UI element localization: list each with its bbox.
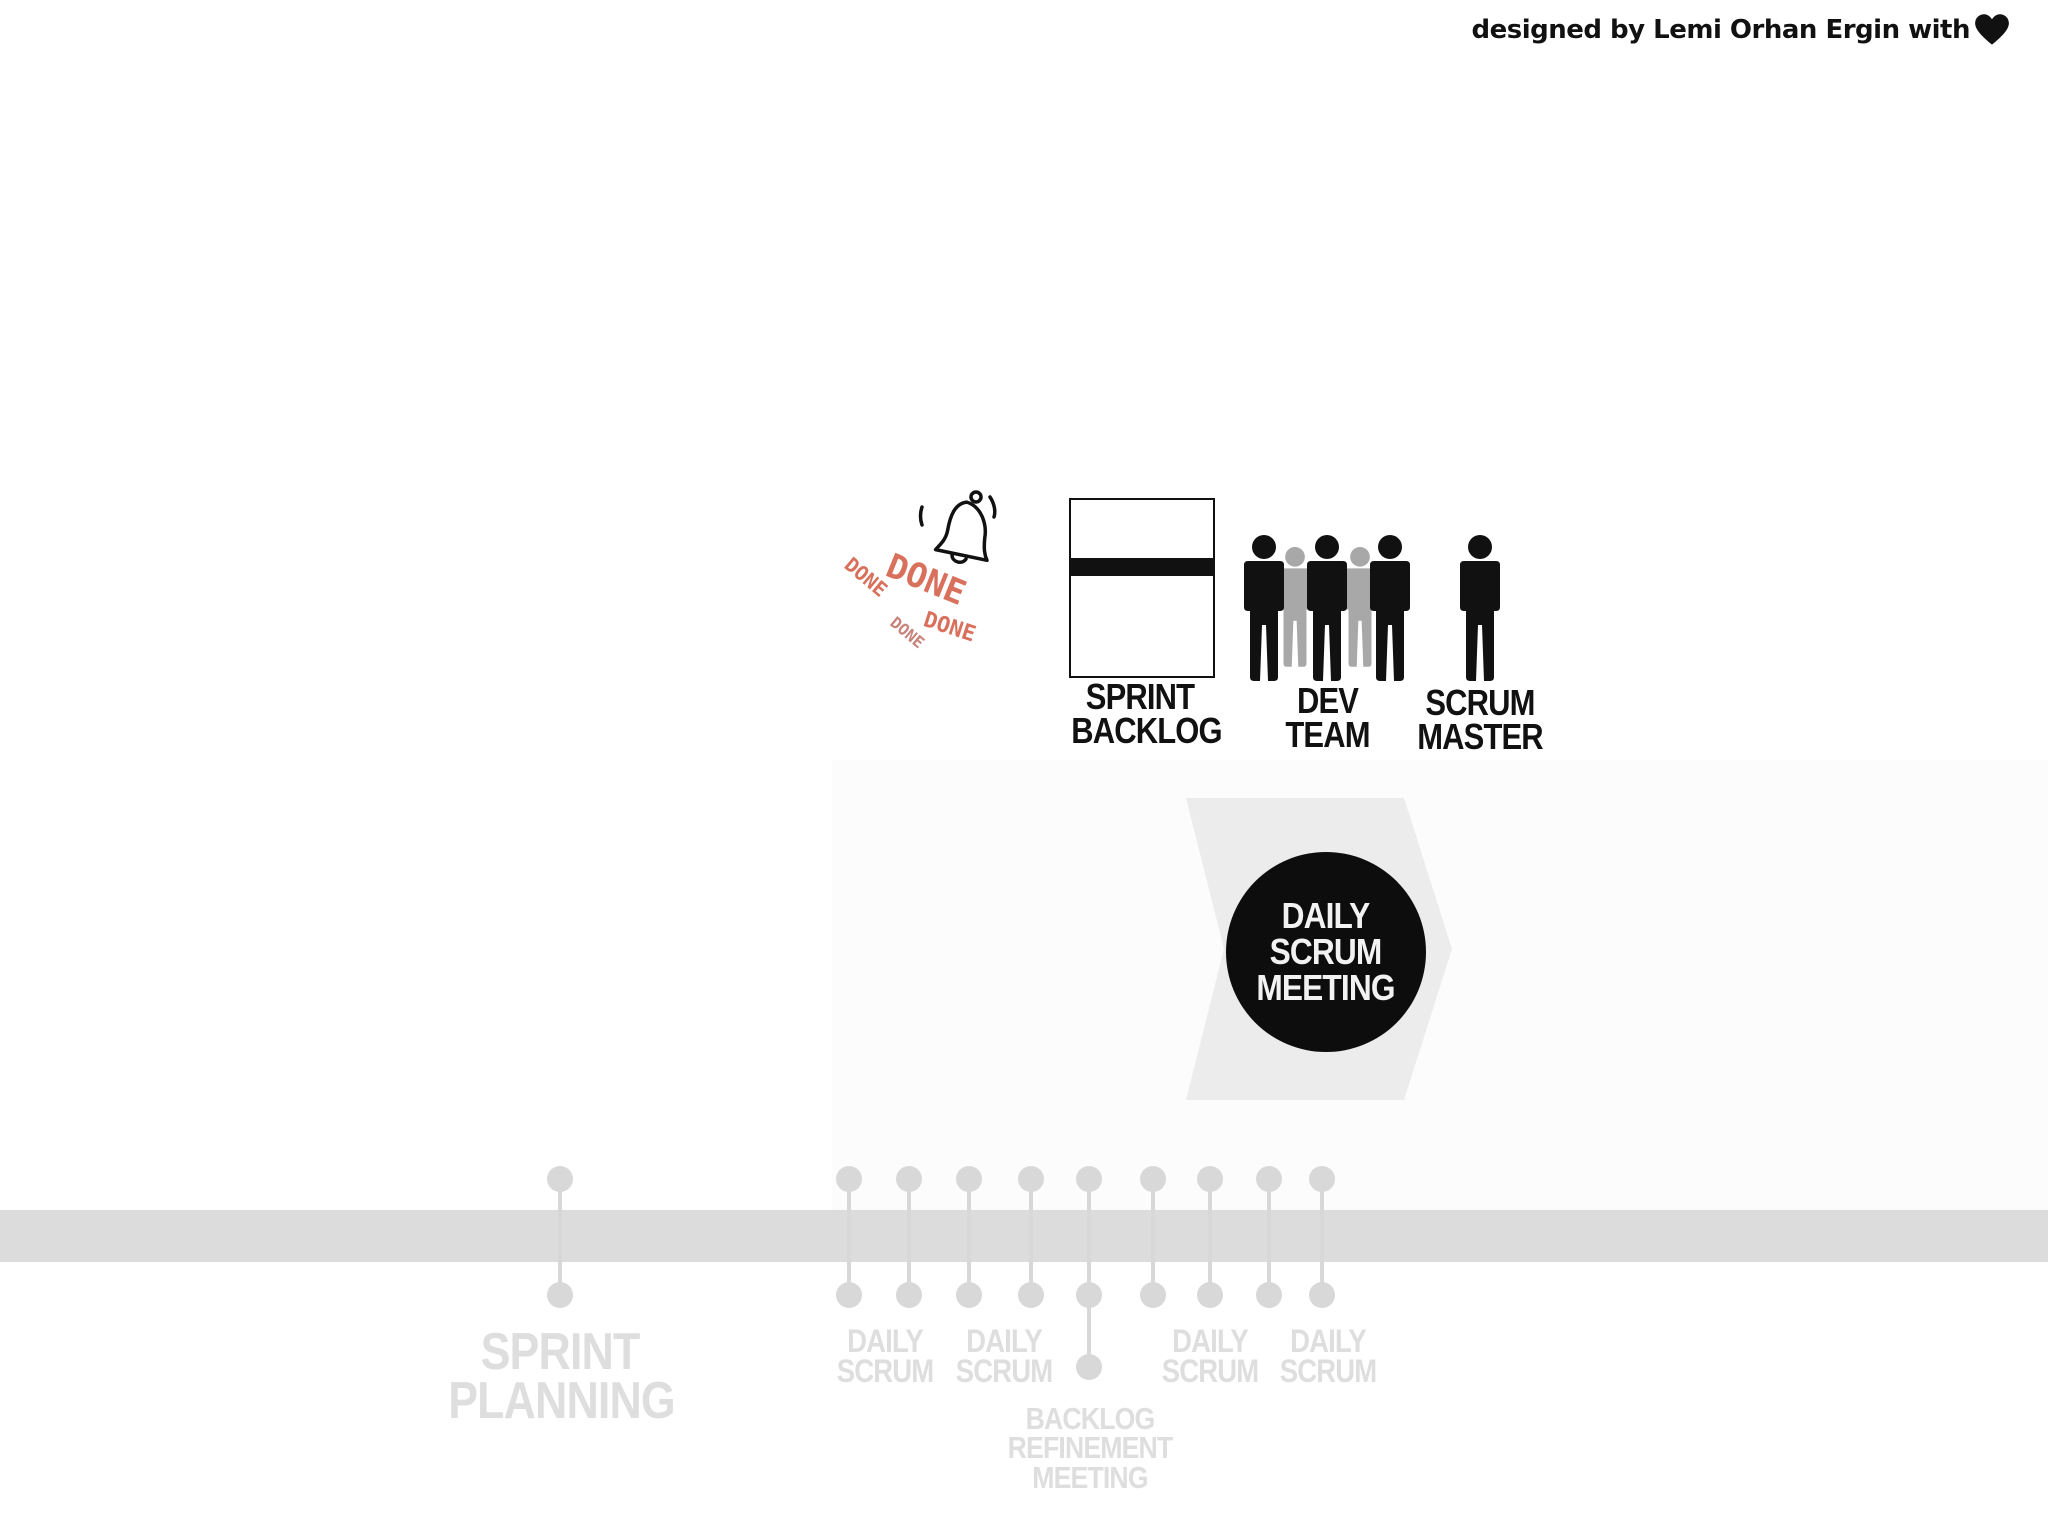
timeline-pin-bottom [836, 1282, 862, 1308]
timeline-pin-stem [1029, 1180, 1033, 1296]
done-stamp: DONE [920, 607, 979, 648]
timeline-bar [0, 1210, 2048, 1262]
sprint-backlog-icon [1069, 498, 1215, 678]
daily-scrum-label: DAILY SCRUM [1279, 1323, 1377, 1390]
daily-scrum-meeting-circle: DAILY SCRUM MEETING [1226, 852, 1426, 1052]
sprint-backlog-divider [1071, 558, 1213, 576]
scrum-master-label: SCRUM MASTER [1417, 682, 1543, 758]
sprint-planning-label: SPRINT PLANNING [448, 1323, 676, 1431]
scrum-master-icon [1460, 535, 1500, 681]
timeline-pin-stem [847, 1180, 851, 1296]
timeline-pin-stem [1087, 1180, 1091, 1368]
timeline-pin-bottom [1018, 1282, 1044, 1308]
timeline-pin-stem [1267, 1180, 1271, 1296]
timeline-pin-bottom [547, 1282, 573, 1308]
timeline-pin-stem [558, 1180, 562, 1296]
timeline-pin-stem [907, 1180, 911, 1296]
credit-text: designed by Lemi Orhan Ergin with [1471, 15, 1971, 45]
timeline-pin-end [1076, 1354, 1102, 1380]
bell-icon [918, 490, 997, 564]
backlog-refinement-label: BACKLOG REFINEMENT MEETING [1007, 1401, 1174, 1495]
daily-scrum-label: DAILY SCRUM [1161, 1323, 1259, 1390]
timeline-pin-stem [1208, 1180, 1212, 1296]
dev-team-icon [1244, 535, 1410, 681]
timeline-pin-stem [1320, 1180, 1324, 1296]
dev-team-label: DEV TEAM [1285, 680, 1370, 756]
heart-icon [1975, 14, 2009, 45]
sprint-backlog-label: SPRINT BACKLOG [1071, 676, 1222, 752]
timeline-pin-stem [1151, 1180, 1155, 1296]
timeline-pin-bottom [1076, 1282, 1102, 1308]
daily-scrum-label: DAILY SCRUM [836, 1323, 934, 1390]
timeline-pin-bottom [1309, 1282, 1335, 1308]
timeline-pin-bottom [1197, 1282, 1223, 1308]
credit: designed by Lemi Orhan Ergin with [1472, 14, 2011, 46]
timeline-pin-bottom [1140, 1282, 1166, 1308]
timeline-pin-bottom [896, 1282, 922, 1308]
timeline-pin-bottom [956, 1282, 982, 1308]
done-stamp: DONE [839, 552, 893, 602]
timeline-pin-bottom [1256, 1282, 1282, 1308]
timeline-pin-stem [967, 1180, 971, 1296]
done-stamp-small: DONE [886, 612, 929, 653]
daily-scrum-label: DAILY SCRUM [955, 1323, 1053, 1390]
